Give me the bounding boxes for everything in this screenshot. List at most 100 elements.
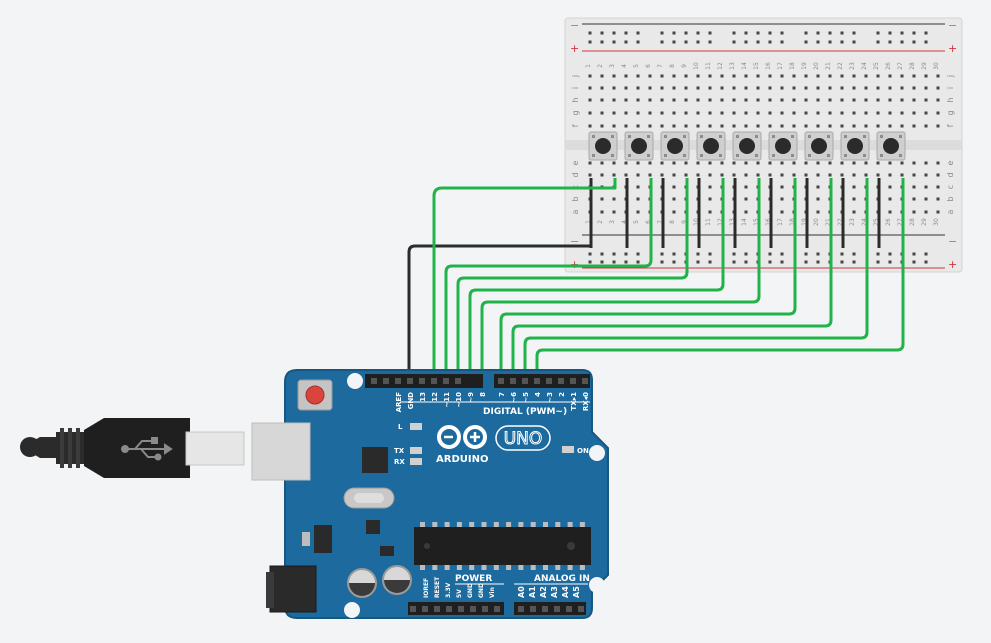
breadboard-hole [600,74,604,78]
push-button[interactable] [588,131,618,161]
column-number: 13 [729,218,736,226]
push-button[interactable] [696,131,726,161]
rail-hole [672,260,676,264]
breadboard-hole [600,210,604,214]
breadboard-hole [852,111,856,115]
rail-hole [696,40,700,44]
breadboard-hole [864,86,868,90]
column-number: 6 [645,220,652,224]
breadboard-hole [780,173,784,177]
header-hole [522,378,528,384]
regulator-tab [302,532,310,546]
breadboard-hole [804,124,808,128]
breadboard-center-channel [565,140,962,150]
breadboard-hole [612,173,616,177]
digital-pin-label: ~10 [455,392,463,408]
rail-hole [732,252,736,256]
breadboard-hole [828,161,832,165]
rail-hole [744,260,748,264]
breadboard-hole [780,185,784,189]
dc-power-jack[interactable] [269,565,317,613]
breadboard-hole [720,74,724,78]
rail-hole [732,260,736,264]
column-number: 12 [717,62,724,70]
small-chip [366,520,380,534]
rail-hole [816,252,820,256]
rail-hole [612,31,616,35]
rail-hole [768,31,772,35]
breadboard-hole [696,124,700,128]
rail-hole [804,31,808,35]
breadboard-hole [600,161,604,165]
breadboard-hole [624,111,628,115]
row-letter: f [571,124,580,127]
breadboard-hole [816,86,820,90]
breadboard-hole [744,197,748,201]
rail-hole [804,260,808,264]
breadboard-hole [768,161,772,165]
breadboard-column-numbers: 1122334455667788991010111112121313141415… [585,62,940,226]
rail-hole [588,31,592,35]
breadboard-hole [888,98,892,102]
rail-hole [780,40,784,44]
column-number: 20 [813,62,820,70]
reset-button[interactable] [305,385,325,405]
breadboard-hole [840,74,844,78]
column-number: 19 [801,62,808,70]
push-button[interactable] [840,131,870,161]
breadboard-hole [660,74,664,78]
breadboard-hole [636,173,640,177]
breadboard-hole [720,173,724,177]
breadboard-hole [936,124,940,128]
breadboard-hole [936,98,940,102]
push-button[interactable] [660,131,690,161]
top-minus-label-right: − [948,19,957,32]
rail-hole [852,40,856,44]
breadboard-hole [732,98,736,102]
rail-hole [828,40,832,44]
rail-hole [768,40,772,44]
push-buttons[interactable] [588,131,906,161]
breadboard-hole [852,124,856,128]
push-button[interactable] [732,131,762,161]
rail-hole [636,31,640,35]
push-button[interactable] [804,131,834,161]
breadboard-hole [924,111,928,115]
breadboard-hole [912,74,916,78]
mounting-hole [344,602,360,618]
breadboard-hole [876,161,880,165]
breadboard-hole [852,197,856,201]
rail-hole [624,260,628,264]
dc-jack-lip [266,572,274,608]
column-number: 6 [645,64,652,68]
breadboard-hole [924,185,928,189]
breadboard-hole [612,124,616,128]
breadboard-hole [756,124,760,128]
uno-badge [495,425,551,451]
push-button[interactable] [624,131,654,161]
push-button[interactable] [876,131,906,161]
chip-notch [424,543,430,549]
column-number: 24 [861,218,868,226]
breadboard-hole [732,124,736,128]
column-number: 29 [921,62,928,70]
breadboard-hole [888,111,892,115]
chip-dot [567,542,575,550]
push-button[interactable] [768,131,798,161]
breadboard-hole [936,74,940,78]
breadboard-hole [588,74,592,78]
breadboard-hole [864,98,868,102]
row-letter: b [571,196,580,201]
breadboard-hole [936,86,940,90]
column-number: 17 [777,218,784,226]
digital-header-right [494,374,590,388]
digital-pin-label: 12 [431,392,439,402]
rail-hole [840,252,844,256]
breadboard-hole [804,111,808,115]
breadboard-hole [708,111,712,115]
digital-pin-label: 2 [558,392,566,397]
header-hole [558,378,564,384]
usb-cable[interactable] [20,418,311,481]
